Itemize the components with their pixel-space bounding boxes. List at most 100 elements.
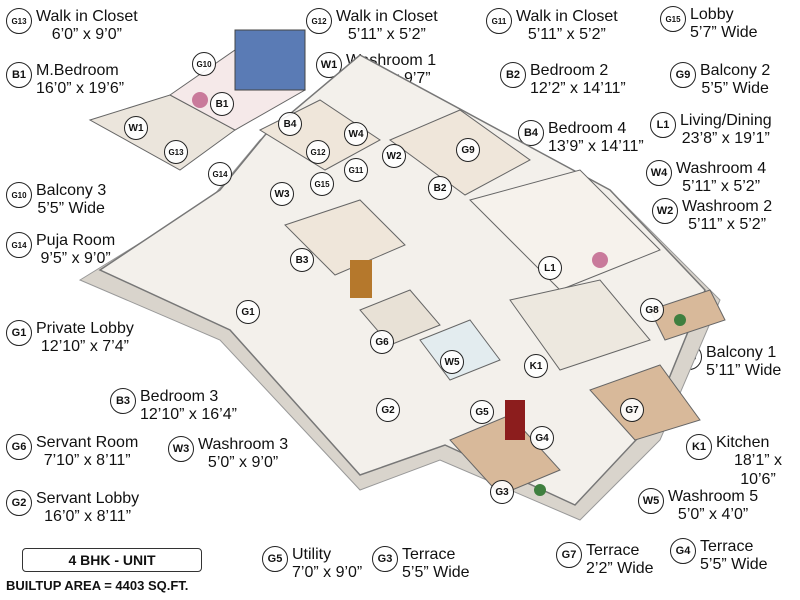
legend-name: Kitchen — [716, 434, 770, 451]
legend-dim: 5’11” x 5’2” — [527, 26, 606, 44]
legend-dim: 5’5” Wide — [700, 556, 768, 574]
plan-badge-w5: W5 — [440, 350, 464, 374]
legend-dim: 5’11” Wide — [706, 362, 782, 380]
plan-badge-w1: W1 — [124, 116, 148, 140]
legend-name: Washroom 2 — [682, 198, 773, 215]
legend-dim: 6’0” x 9’0” — [51, 26, 122, 44]
legend-dim: 16’0” x 8’11” — [44, 508, 132, 526]
plant-green-2 — [534, 484, 546, 496]
legend-dim: 18’1” x 10’6” — [733, 452, 783, 488]
plan-badge-g9: G9 — [456, 138, 480, 162]
room-balcony-1 — [649, 289, 726, 341]
plan-badge-g10: G10 — [192, 52, 216, 76]
plan-badge-b3: B3 — [290, 248, 314, 272]
legend-dim: 2’2” Wide — [586, 560, 654, 578]
chair-pink — [592, 252, 608, 268]
legend-dim: 7’10” x 8’11” — [43, 452, 131, 470]
legend-dim: 5’5” Wide — [701, 80, 769, 98]
legend-name: Balcony 1 — [706, 344, 777, 361]
badge-w5: W5 — [638, 488, 664, 514]
badge-g10: G10 — [6, 182, 32, 208]
room-kitchen — [509, 279, 651, 371]
plant-green — [674, 314, 686, 326]
legend-name: Bedroom 2 — [530, 62, 609, 79]
legend-name: Balcony 3 — [36, 182, 107, 199]
legend-dim: 13’9” x 14’11” — [548, 138, 644, 156]
builtup-area-label: BUILTUP AREA = 4403 SQ.FT. — [6, 578, 189, 593]
legend-name: Balcony 2 — [700, 62, 771, 79]
legend-dim: 12’2” x 14’11” — [530, 80, 626, 98]
sofa-pink — [192, 92, 208, 108]
plan-badge-w3: W3 — [270, 182, 294, 206]
badge-g11: G11 — [486, 8, 512, 34]
badge-g12: G12 — [306, 8, 332, 34]
legend-name: Walk in Closet — [336, 8, 438, 25]
plan-badge-g4: G4 — [530, 426, 554, 450]
plan-badge-g1: G1 — [236, 300, 260, 324]
plan-badge-g7: G7 — [620, 398, 644, 422]
legend-name: Washroom 5 — [668, 488, 759, 505]
badge-g15: G15 — [660, 6, 686, 32]
legend-name: Puja Room — [36, 232, 116, 249]
plan-badge-k1: K1 — [524, 354, 548, 378]
legend-dim: 5’5” Wide — [402, 564, 470, 582]
plan-badge-g14: G14 — [208, 162, 232, 186]
legend-name: Utility — [292, 546, 332, 563]
fridge-shape — [505, 400, 525, 440]
legend-dim: 5’11” x 5’2” — [347, 26, 426, 44]
legend-name: Terrace — [700, 538, 754, 555]
room-living-dining — [469, 169, 661, 291]
badge-g6: G6 — [6, 434, 32, 460]
legend-dim: 5’11” x 5’2” — [682, 178, 761, 196]
legend-dim: 7’0” x 9’0” — [292, 564, 363, 582]
door-main — [350, 260, 372, 298]
legend-name: Lobby — [690, 6, 734, 23]
legend-dim: 12’10” x 7’4” — [40, 338, 129, 356]
badge-g7: G7 — [556, 542, 582, 568]
legend-name: M.Bedroom — [36, 62, 119, 79]
badge-g14: G14 — [6, 232, 32, 258]
plan-badge-w4: W4 — [344, 122, 368, 146]
legend-dim: 5’0” x 4’0” — [677, 506, 749, 524]
badge-g3: G3 — [372, 546, 398, 572]
room-terrace-g7 — [589, 364, 701, 441]
room-bedroom-3 — [284, 199, 406, 276]
legend-dim: 5’11” x 5’2” — [688, 216, 767, 234]
plan-badge-l1: L1 — [538, 256, 562, 280]
legend-name: Bedroom 3 — [140, 388, 219, 405]
plan-badge-g6: G6 — [370, 330, 394, 354]
legend-name: Servant Lobby — [36, 490, 140, 507]
plan-badge-b2: B2 — [428, 176, 452, 200]
room-terrace-g3 — [449, 414, 561, 496]
plan-badge-g12: G12 — [306, 140, 330, 164]
legend-name: Washroom 4 — [676, 160, 767, 177]
badge-l1: L1 — [650, 112, 676, 138]
legend-dim: 16’0” x 19’6” — [36, 80, 125, 98]
legend-name: Walk in Closet — [516, 8, 618, 25]
badge-w3: W3 — [168, 436, 194, 462]
legend-name: Washroom 3 — [198, 436, 289, 453]
badge-b3: B3 — [110, 388, 136, 414]
plan-badge-g5: G5 — [470, 400, 494, 424]
badge-b2: B2 — [500, 62, 526, 88]
